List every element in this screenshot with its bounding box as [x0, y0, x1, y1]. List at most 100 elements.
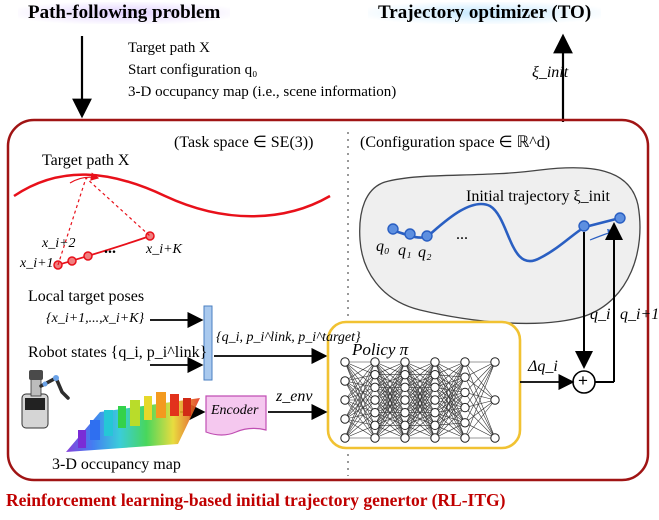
- sum-symbol: +: [578, 371, 588, 391]
- initial-trajectory-label: Initial trajectory ξ_init: [466, 188, 610, 206]
- local-target-poses-set: {x_i+1,...,x_i+K}: [46, 311, 144, 327]
- neural-network-nodes: [340, 357, 500, 443]
- nn-edge: [404, 361, 436, 401]
- target-path-text: Target path X: [42, 152, 130, 169]
- nn-edge: [404, 361, 436, 413]
- nn-edge: [434, 361, 466, 413]
- nn-edge: [404, 412, 436, 439]
- input-start-config-text: Start configuration q₀: [128, 62, 258, 78]
- path-label-xi1: x_i+1: [20, 256, 54, 272]
- nn-edge: [434, 392, 466, 413]
- nn-node: [460, 357, 470, 367]
- concat-label: {q_i, p_i^link, p_i^target}: [216, 330, 361, 346]
- local-target-poses-label: Local target poses: [28, 288, 144, 306]
- nn-edge: [374, 361, 406, 401]
- nn-node: [370, 357, 380, 367]
- nn-node: [400, 382, 410, 393]
- nn-edge: [344, 361, 376, 420]
- nn-node: [370, 395, 380, 405]
- nn-node: [370, 407, 380, 418]
- nn-edge: [344, 374, 376, 382]
- nn-edge: [374, 361, 406, 375]
- nn-edge: [464, 399, 496, 424]
- sampled-path-line: [57, 235, 151, 266]
- nn-node: [340, 414, 350, 424]
- projection-dashed: [57, 176, 151, 266]
- nn-node: [460, 387, 470, 398]
- nn-edge: [344, 412, 376, 420]
- nn-edge: [344, 374, 376, 420]
- occupancy-map-illustration: [66, 392, 200, 452]
- label-q2-text: q₂: [418, 244, 432, 261]
- input-occupancy-map: 3-D occupancy map (i.e., scene informati…: [128, 82, 396, 103]
- nn-node: [340, 357, 350, 367]
- nn-edge: [404, 374, 436, 439]
- nn-edge: [434, 407, 466, 439]
- local-target-poses-text: Local target poses: [28, 288, 145, 305]
- nn-node: [460, 418, 470, 428]
- nn-edge: [404, 361, 436, 439]
- nn-edge: [434, 374, 466, 423]
- nn-node: [340, 395, 350, 405]
- nn-edge: [434, 377, 466, 426]
- nn-node: [460, 433, 470, 443]
- traj-point-qi: [578, 220, 590, 232]
- nn-edge: [434, 374, 466, 378]
- traj-point-q0: [387, 223, 399, 235]
- nn-edge: [434, 387, 466, 393]
- concat-bar: [203, 305, 213, 381]
- encoder-text: Encoder: [211, 403, 259, 418]
- config-space-blob: [359, 167, 641, 325]
- path-following-problem-title: Path-following problem: [18, 2, 231, 24]
- nn-edge: [434, 407, 466, 426]
- nn-node: [490, 433, 500, 443]
- nn-node: [340, 433, 350, 443]
- xi-init-text: ξ_init: [532, 64, 569, 81]
- nn-edge: [374, 387, 406, 439]
- delta-q-text: Δq_i: [528, 358, 558, 375]
- target-path-label: Target path X: [42, 152, 129, 170]
- nn-edge: [344, 361, 376, 401]
- nn-edge: [374, 399, 406, 439]
- nn-edge: [464, 399, 496, 408]
- nn-edge: [344, 374, 376, 401]
- nn-edge: [374, 412, 406, 439]
- nn-node: [400, 369, 410, 380]
- path-label-xik: x_i+K: [146, 242, 182, 258]
- nn-edge: [374, 361, 406, 426]
- rl-itg-footer-title: Reinforcement learning-based initial tra…: [6, 490, 505, 511]
- nn-edge: [404, 361, 436, 426]
- label-q0-text: q₀: [376, 238, 390, 255]
- occupancy-map-label: 3-D occupancy map: [52, 456, 181, 474]
- nn-edge: [344, 387, 376, 420]
- input-start-configuration: Start configuration q₀: [128, 60, 257, 81]
- nn-edge: [344, 374, 376, 439]
- input-target-path-text: Target path X: [128, 40, 210, 56]
- footer-title-text: Reinforcement learning-based initial tra…: [6, 490, 506, 510]
- occupancy-map-text: 3-D occupancy map: [52, 456, 181, 473]
- concat-text: {q_i, p_i^link, p_i^target}: [216, 330, 361, 345]
- traj-point-q2: [421, 230, 433, 242]
- nn-edge: [434, 374, 466, 393]
- xi-init-arrow-label: ξ_init: [532, 64, 568, 82]
- nn-edge: [434, 376, 466, 388]
- encoder-label: Encoder: [211, 403, 258, 419]
- nn-edge: [344, 361, 376, 439]
- initial-trajectory-text: Initial trajectory ξ_init: [466, 188, 610, 205]
- nn-edge: [464, 392, 496, 401]
- nn-edge: [464, 399, 496, 439]
- traj-point-qi1: [614, 212, 626, 224]
- nn-edge: [344, 399, 376, 420]
- robot-states-label: Robot states {q_i, p_i^link}: [28, 344, 207, 362]
- path-label-xik-text: x_i+K: [146, 242, 182, 257]
- nn-edge: [434, 361, 466, 401]
- nn-node: [400, 407, 410, 418]
- nn-node: [430, 382, 440, 393]
- nn-node: [430, 407, 440, 418]
- nn-node: [430, 357, 440, 367]
- nn-node: [490, 357, 500, 367]
- nn-edge: [434, 376, 466, 401]
- rl-itg-frame: [6, 118, 650, 482]
- trajectory-optimizer-title: Trajectory optimizer (TO): [368, 2, 602, 24]
- nn-node: [430, 395, 440, 405]
